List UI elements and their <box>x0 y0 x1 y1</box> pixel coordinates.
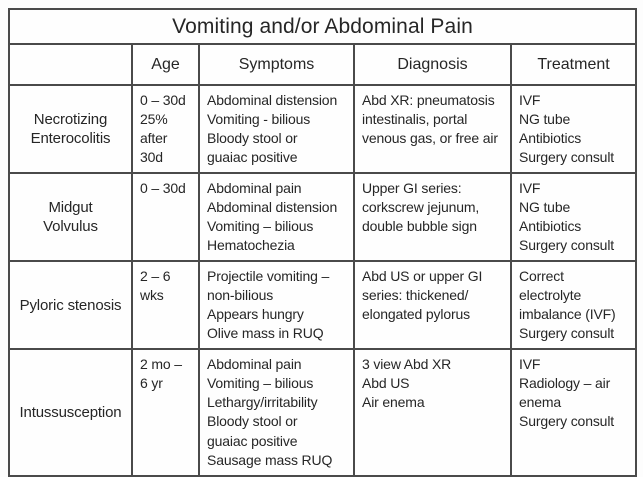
treatment-cell: IVF NG tube Antibiotics Surgery consult <box>509 83 638 175</box>
condition-name: Midgut Volvulus <box>8 172 133 263</box>
column-header-treatment: Treatment <box>509 43 638 86</box>
treatment-cell: IVF Radiology – air enema Surgery consul… <box>509 348 638 477</box>
age-cell: 0 – 30d 25% after 30d <box>131 83 200 175</box>
condition-name: Necrotizing Enterocolitis <box>8 83 133 175</box>
reference-table: Vomiting and/or Abdominal Pain Age Sympt… <box>7 8 638 477</box>
condition-name: Intussusception <box>8 348 133 477</box>
diagnosis-cell: Abd US or upper GI series: thickened/ el… <box>353 260 512 351</box>
column-header-symptoms: Symptoms <box>198 43 355 86</box>
column-header-diagnosis: Diagnosis <box>353 43 512 86</box>
symptoms-cell: Projectile vomiting – non-bilious Appear… <box>198 260 355 351</box>
table-row-pyloric-stenosis: Pyloric stenosis 2 – 6 wks Projectile vo… <box>8 260 638 351</box>
column-header-condition <box>8 43 133 86</box>
title-row: Vomiting and/or Abdominal Pain <box>7 8 638 45</box>
age-cell: 2 – 6 wks <box>131 260 200 351</box>
table-row-intussusception: Intussusception 2 mo – 6 yr Abdominal pa… <box>8 348 638 477</box>
symptoms-cell: Abdominal pain Abdominal distension Vomi… <box>198 172 355 263</box>
column-header-age: Age <box>131 43 200 86</box>
treatment-cell: IVF NG tube Antibiotics Surgery consult <box>509 172 638 263</box>
treatment-cell: Correct electrolyte imbalance (IVF) Surg… <box>509 260 638 351</box>
column-header-row: Age Symptoms Diagnosis Treatment <box>8 43 638 86</box>
diagnosis-cell: 3 view Abd XR Abd US Air enema <box>353 348 512 477</box>
age-cell: 2 mo – 6 yr <box>131 348 200 477</box>
condition-name: Pyloric stenosis <box>8 260 133 351</box>
diagnosis-cell: Abd XR: pneumatosis intestinalis, portal… <box>353 83 512 175</box>
table-row-necrotizing-enterocolitis: Necrotizing Enterocolitis 0 – 30d 25% af… <box>8 83 638 175</box>
age-cell: 0 – 30d <box>131 172 200 263</box>
page-title: Vomiting and/or Abdominal Pain <box>7 8 638 45</box>
diagnosis-cell: Upper GI series: corkscrew jejunum, doub… <box>353 172 512 263</box>
symptoms-cell: Abdominal distension Vomiting - bilious … <box>198 83 355 175</box>
table-row-midgut-volvulus: Midgut Volvulus 0 – 30d Abdominal pain A… <box>8 172 638 263</box>
symptoms-cell: Abdominal pain Vomiting – bilious Lethar… <box>198 348 355 477</box>
